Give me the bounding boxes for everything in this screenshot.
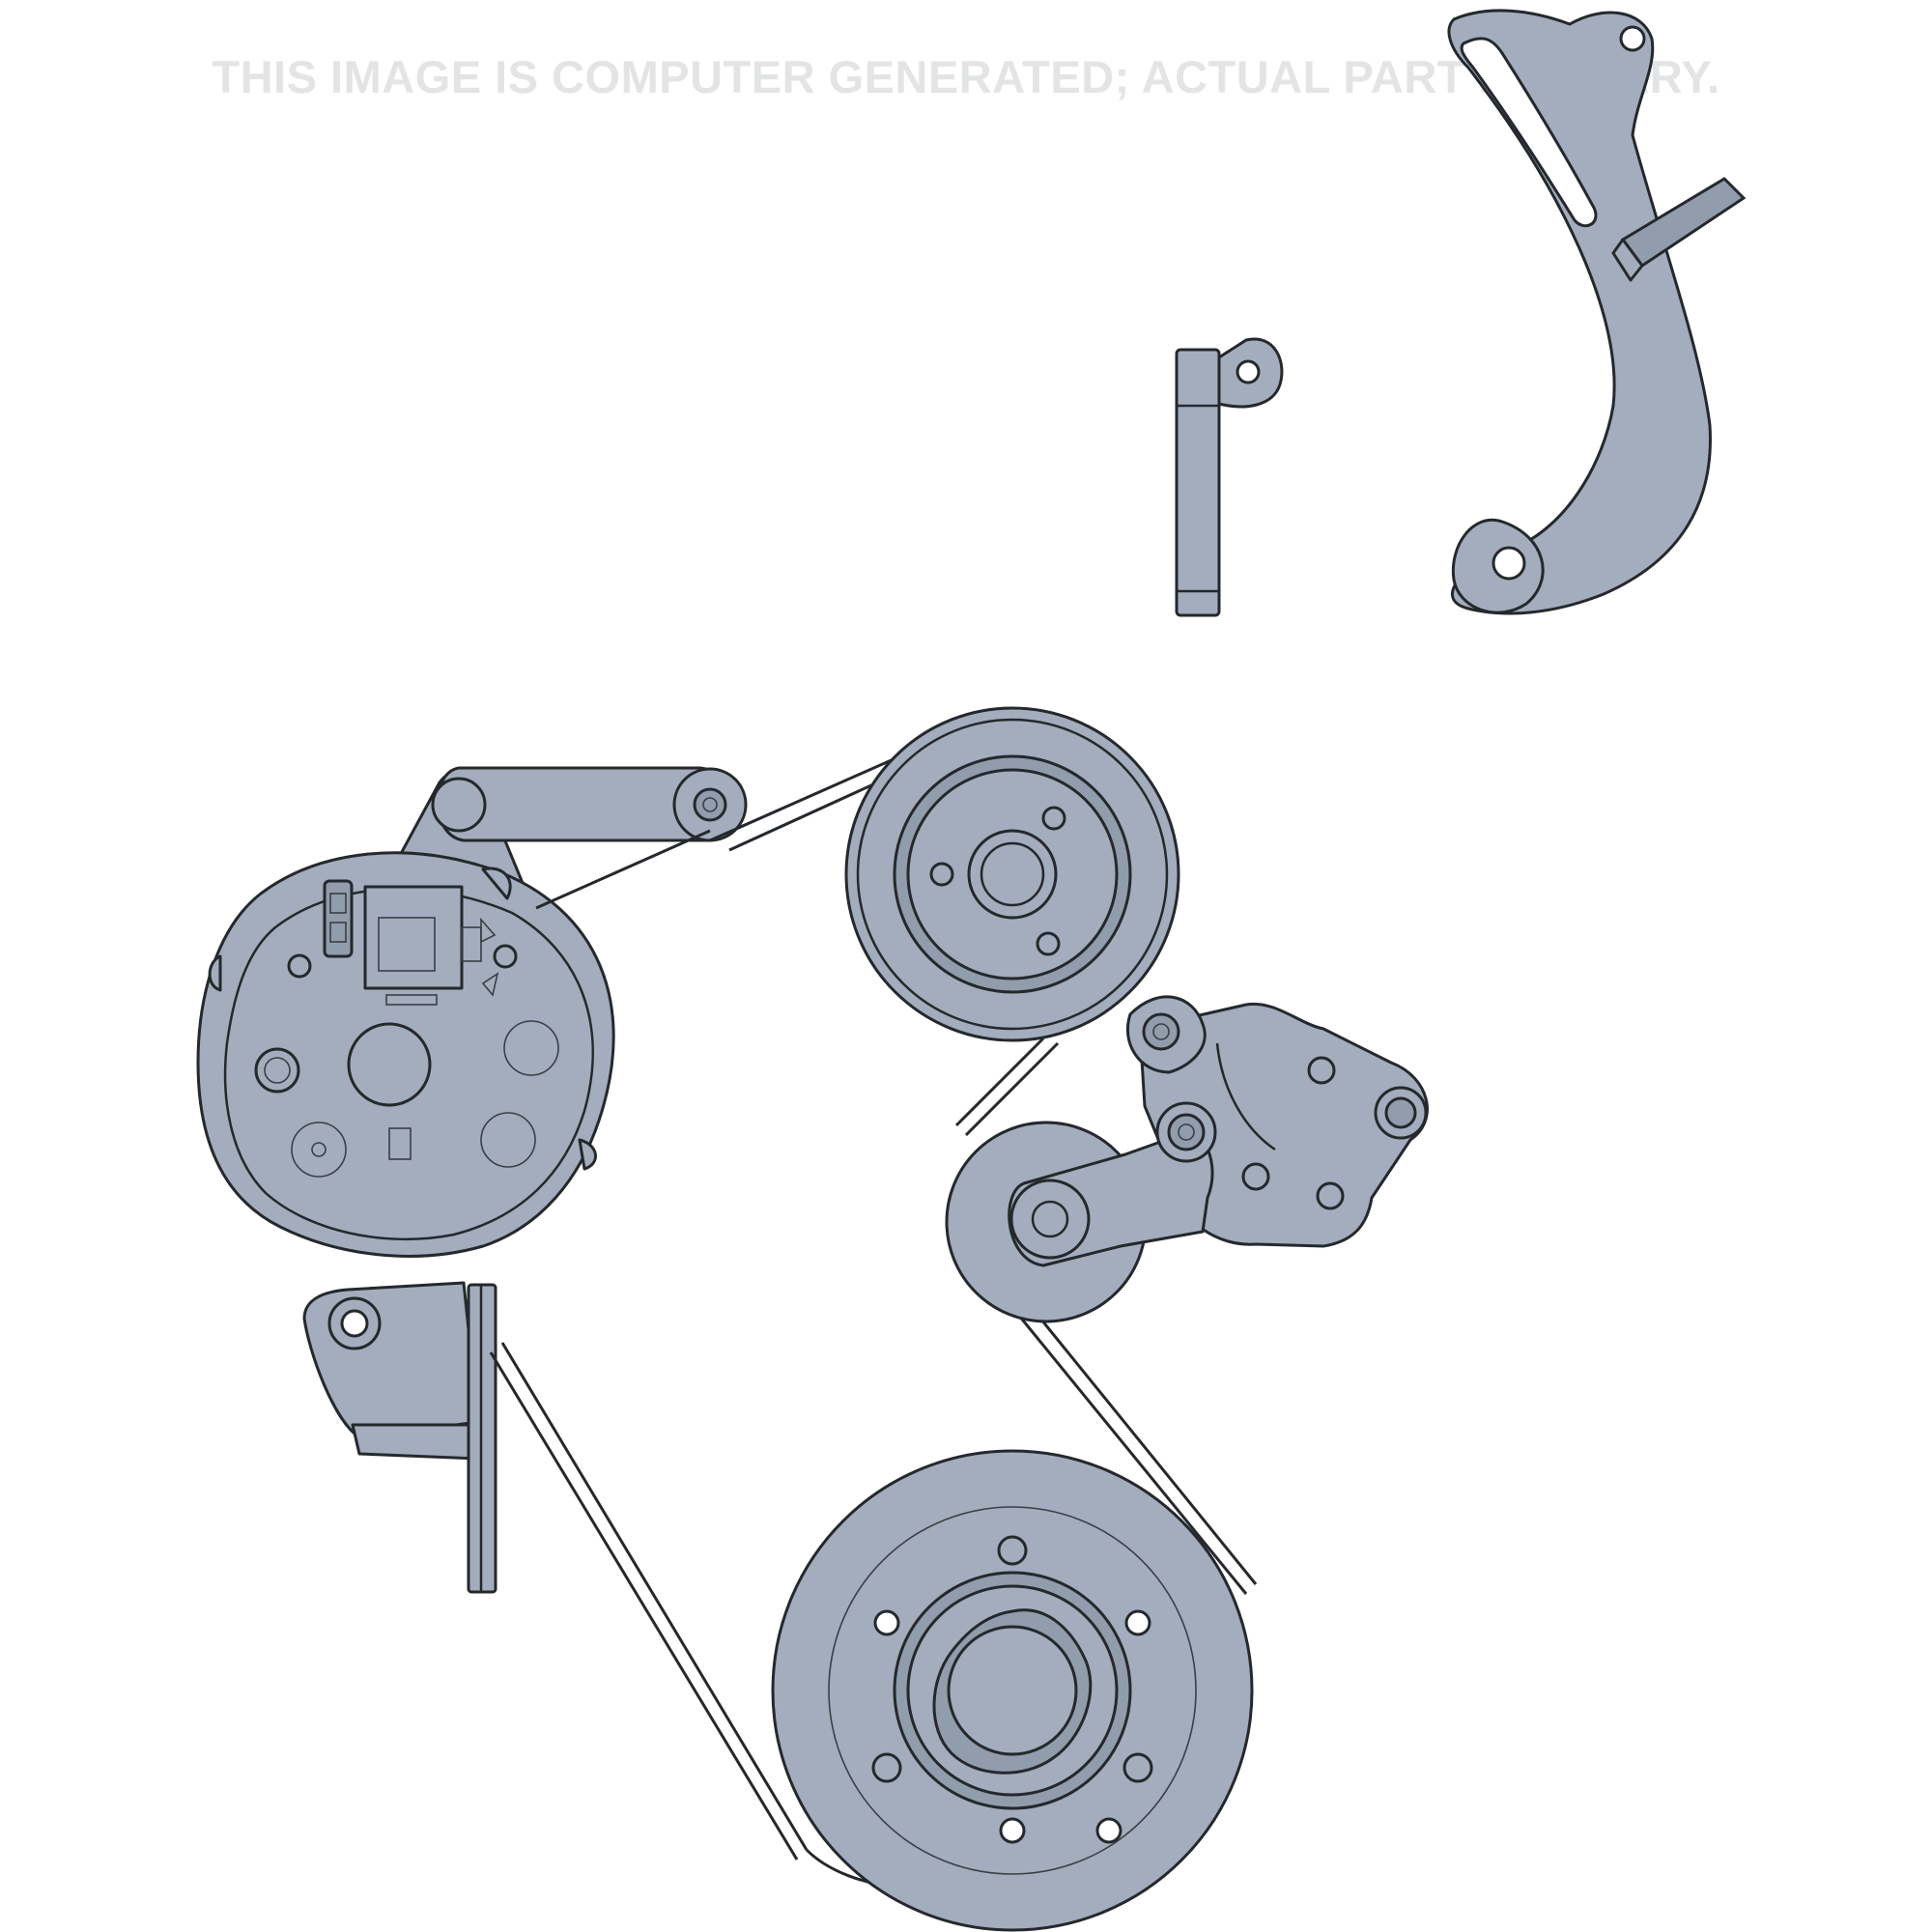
curved-adjuster-bracket (1447, 9, 1747, 615)
alternator-lower-mount-bracket (302, 1281, 497, 1594)
serpentine-belt (489, 708, 1258, 1893)
crankshaft-pulley (771, 1449, 1254, 1932)
small-spacer-bracket (1175, 337, 1284, 617)
tensioner-pulley (945, 1101, 1217, 1323)
upper-idler-pulley (844, 706, 1180, 1042)
alternator (196, 851, 615, 1258)
